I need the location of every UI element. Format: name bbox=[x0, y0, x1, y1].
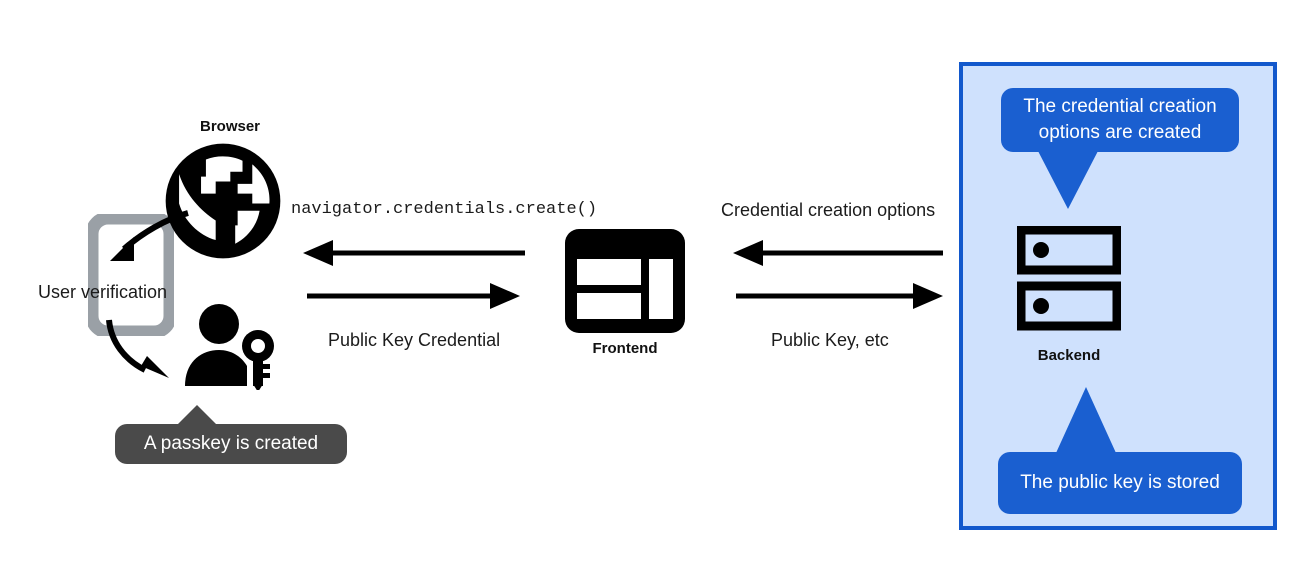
user-with-key-icon bbox=[183, 304, 281, 392]
credential-creation-options-label: Credential creation options bbox=[721, 200, 936, 220]
arrow-frontend-to-backend bbox=[736, 283, 943, 309]
passkey-created-callout: A passkey is created bbox=[115, 424, 347, 464]
backend-title: Backend bbox=[1037, 347, 1101, 364]
user-verification-label: User verification bbox=[38, 282, 168, 302]
arrow-browser-to-frontend bbox=[307, 283, 520, 309]
public-key-stored-callout: The public key is stored bbox=[998, 452, 1242, 514]
arrow-backend-to-frontend bbox=[733, 240, 943, 266]
arrow-phone-to-user bbox=[105, 316, 205, 386]
navigator-create-label: navigator.credentials.create() bbox=[291, 200, 598, 219]
frontend-title: Frontend bbox=[592, 340, 658, 357]
public-key-stored-callout-tail bbox=[1056, 387, 1116, 453]
options-created-callout: The credential creation options are crea… bbox=[1001, 88, 1239, 152]
arrow-frontend-to-browser bbox=[303, 240, 525, 266]
public-key-etc-label: Public Key, etc bbox=[771, 330, 889, 350]
options-created-callout-tail bbox=[1038, 151, 1098, 209]
public-key-credential-label: Public Key Credential bbox=[328, 330, 501, 350]
browser-title: Browser bbox=[199, 118, 261, 135]
globe-icon bbox=[162, 140, 284, 262]
passkey-callout-tail bbox=[175, 405, 219, 427]
server-rack-icon bbox=[1016, 225, 1122, 332]
browser-window-icon bbox=[565, 229, 685, 333]
arrow-browser-to-phone bbox=[96, 205, 196, 275]
phone-icon bbox=[85, 211, 177, 339]
